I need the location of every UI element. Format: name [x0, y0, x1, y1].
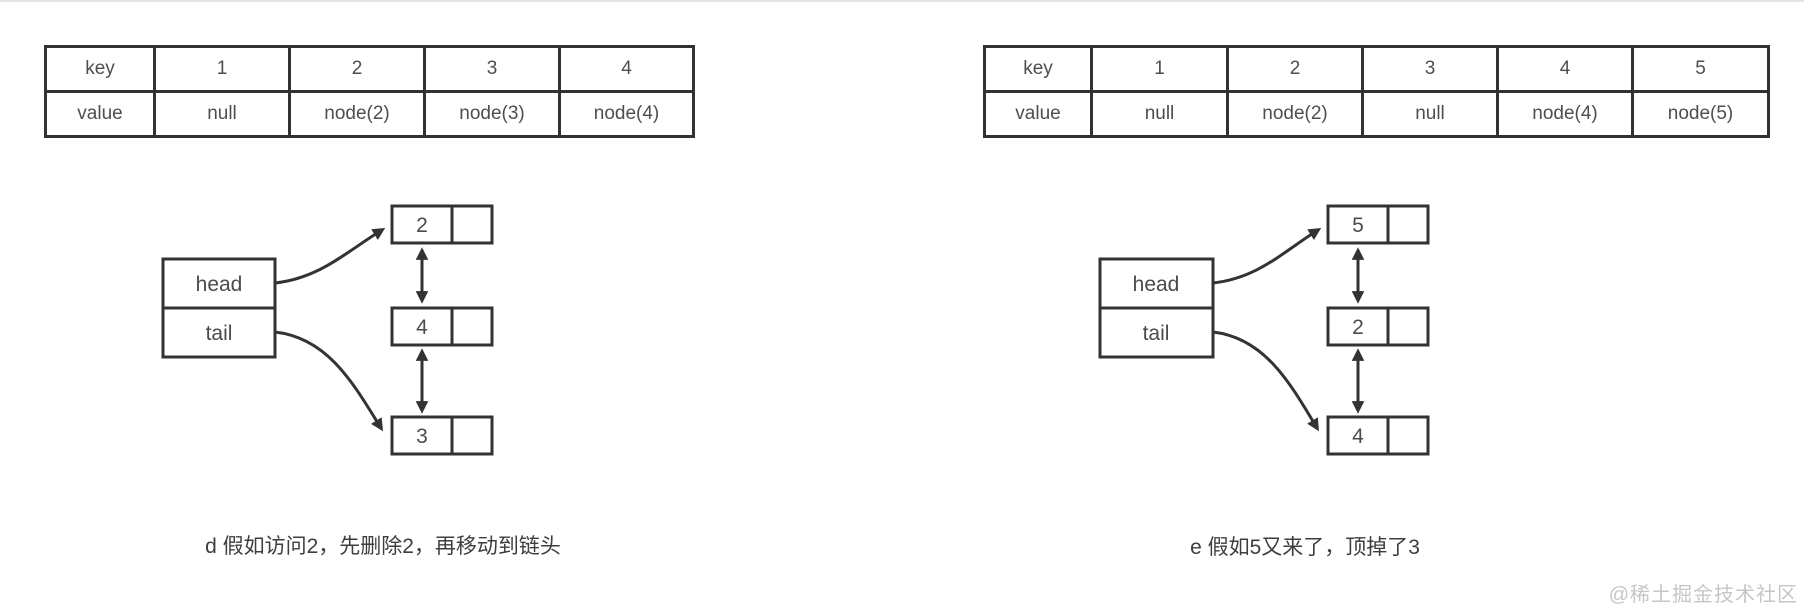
hashmap-table-left: key 1 2 3 4 value null node(2) node(3) n…	[44, 45, 695, 138]
table-cell: null	[1361, 90, 1499, 138]
table-cell: 2	[288, 45, 426, 93]
table-cell: node(4)	[1496, 90, 1634, 138]
table-cell: null	[153, 90, 291, 138]
table-cell: node(2)	[1226, 90, 1364, 138]
node-value-cell	[1326, 204, 1390, 245]
watermark: @稀土掘金技术社区	[1608, 584, 1798, 606]
node-value-cell	[390, 306, 454, 347]
tail-pointer-arrow	[274, 330, 383, 432]
table-cell: value	[983, 90, 1093, 138]
table-cell: node(3)	[423, 90, 561, 138]
node-value-label: 2	[1352, 316, 1364, 339]
table-cell: 2	[1226, 45, 1364, 93]
tail-pointer-arrow	[1212, 330, 1319, 432]
table-cell: 3	[423, 45, 561, 93]
node-pointer-cell	[1386, 204, 1430, 245]
node-value-label: 3	[416, 425, 428, 448]
linked-list-diagram-right: head tail 5 2 4	[1098, 204, 1430, 456]
table-row: key 1 2 3 4 5	[983, 45, 1770, 93]
linked-list-diagram-left: head tail 2 4 3	[161, 204, 494, 456]
node-pointer-cell	[450, 415, 494, 456]
node-pointer-cell	[1386, 306, 1430, 347]
head-pointer-arrow	[274, 228, 386, 285]
table-cell: null	[1090, 90, 1229, 138]
table-cell: node(4)	[558, 90, 695, 138]
top-edge-divider	[0, 0, 1804, 2]
node-pointer-cell	[450, 306, 494, 347]
table-cell: 3	[1361, 45, 1499, 93]
tail-label: tail	[1143, 322, 1170, 345]
head-pointer-arrow	[1212, 227, 1322, 285]
node-pointer-cell	[450, 204, 494, 245]
node-value-label: 4	[416, 316, 428, 339]
table-row: value null node(2) node(3) node(4)	[44, 90, 695, 138]
caption-left: d 假如访问2，先删除2，再移动到链头	[205, 535, 561, 558]
table-row: value null node(2) null node(4) node(5)	[983, 90, 1770, 138]
head-label: head	[1133, 273, 1180, 296]
table-cell: 4	[558, 45, 695, 93]
node-pointer-cell	[1386, 415, 1430, 456]
node-value-label: 5	[1352, 214, 1364, 237]
table-cell: node(2)	[288, 90, 426, 138]
table-cell: key	[983, 45, 1093, 93]
hashmap-table-right: key 1 2 3 4 5 value null node(2) null no…	[983, 45, 1770, 138]
table-cell: 1	[1090, 45, 1229, 93]
head-label: head	[196, 273, 243, 296]
table-cell: node(5)	[1631, 90, 1770, 138]
node-value-label: 2	[416, 214, 428, 237]
caption-right: e 假如5又来了，顶掉了3	[1190, 536, 1420, 559]
table-cell: 5	[1631, 45, 1770, 93]
tail-label: tail	[206, 322, 233, 345]
table-cell: key	[44, 45, 156, 93]
table-row: key 1 2 3 4	[44, 45, 695, 93]
table-cell: 1	[153, 45, 291, 93]
table-cell: 4	[1496, 45, 1634, 93]
node-value-label: 4	[1352, 425, 1364, 448]
table-cell: value	[44, 90, 156, 138]
